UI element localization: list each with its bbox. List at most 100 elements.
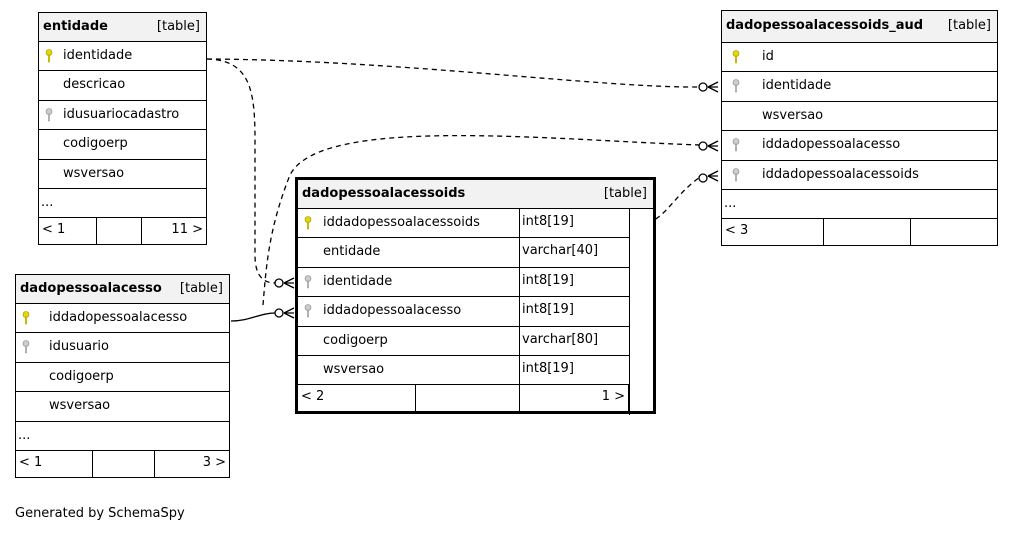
column-name: descricao — [63, 77, 126, 93]
column-type: int8[19] — [519, 267, 629, 297]
table-entidade[interactable]: entidade [table] identidade descricao id… — [38, 12, 207, 246]
edge-entidade-aud — [206, 58, 701, 88]
column-row[interactable]: id — [722, 43, 997, 73]
ellipsis: ... — [724, 195, 737, 211]
footer-spacer — [823, 219, 910, 246]
children-count[interactable]: 1 > — [519, 385, 628, 412]
primary-key-icon — [45, 49, 53, 63]
table-name: dadopessoalacessoids_aud — [726, 18, 924, 33]
column-row[interactable]: codigoerp varchar[80] — [298, 326, 629, 356]
column-row[interactable]: wsversao — [722, 102, 997, 132]
column-type: int8[19] — [519, 209, 629, 238]
foreign-key-icon — [732, 79, 740, 93]
parents-count[interactable]: < 1 — [19, 454, 43, 470]
column-name: wsversao — [63, 165, 125, 181]
table-name: entidade — [43, 19, 108, 34]
column-row[interactable]: identidade — [722, 72, 997, 102]
table-kind: [table] — [179, 281, 223, 296]
column-name: identidade — [63, 48, 133, 63]
column-name: iddadopessoalacessoids — [762, 166, 919, 182]
table-header: dadopessoalacessoids [table] — [298, 180, 653, 209]
table-header: entidade [table] — [39, 13, 206, 42]
table-kind: [table] — [603, 186, 647, 201]
column-name: codigoerp — [323, 332, 388, 348]
more-columns: ... — [39, 189, 206, 219]
column-row[interactable]: iddadopessoalacesso — [16, 304, 229, 334]
column-name: iddadopessoalacessoids — [323, 215, 480, 230]
table-footer: < 1 3 > — [16, 450, 229, 477]
column-name: iddadopessoalacesso — [323, 303, 462, 319]
edge-dadopessoalacesso-ids — [230, 312, 276, 322]
foreign-key-icon — [304, 274, 312, 288]
table-dadopessoalacessoids[interactable]: dadopessoalacessoids [table] iddadopesso… — [295, 177, 656, 415]
column-name: identidade — [323, 273, 393, 289]
table-dadopessoalacessoids-aud[interactable]: dadopessoalacessoids_aud [table] id iden… — [721, 10, 998, 247]
parents-count[interactable]: < 3 — [725, 223, 749, 239]
children-count[interactable]: 11 > — [141, 218, 206, 245]
edge-end-marker — [283, 307, 295, 319]
column-name: idusuariocadastro — [63, 106, 180, 122]
foreign-key-icon — [304, 304, 312, 318]
foreign-key-icon — [22, 340, 30, 354]
parents-count[interactable]: < 2 — [301, 389, 325, 405]
edge-entidade-identidade — [206, 58, 276, 284]
column-name: iddadopessoalacesso — [762, 137, 901, 153]
column-row[interactable]: iddadopessoalacessoids — [722, 161, 997, 190]
table-kind: [table] — [947, 18, 991, 33]
table-footer: < 3 — [722, 219, 997, 246]
column-row[interactable]: codigoerp — [16, 363, 229, 393]
table-name: dadopessoalacessoids — [302, 186, 466, 201]
column-row[interactable]: identidade — [39, 42, 206, 72]
table-dadopessoalacesso[interactable]: dadopessoalacesso [table] iddadopessoala… — [15, 274, 230, 478]
column-type: varchar[80] — [519, 326, 629, 355]
foreign-key-icon — [45, 107, 53, 121]
foreign-key-icon — [732, 138, 740, 152]
column-row[interactable]: descricao — [39, 71, 206, 101]
edge-end-marker — [707, 140, 719, 152]
column-name: wsversao — [762, 107, 824, 123]
column-row[interactable]: iddadopessoalacesso — [722, 131, 997, 161]
column-name: identidade — [762, 78, 832, 94]
column-row[interactable]: idusuariocadastro — [39, 101, 206, 131]
table-kind: [table] — [156, 19, 200, 34]
children-count[interactable]: 3 > — [154, 450, 229, 477]
column-row[interactable]: codigoerp — [39, 130, 206, 160]
column-row[interactable]: idusuario — [16, 333, 229, 363]
edge-dadopessoalacesso-aud — [262, 134, 701, 306]
column-divider — [629, 209, 630, 415]
column-type: varchar[40] — [519, 238, 629, 267]
column-row[interactable]: identidade int8[19] — [298, 267, 629, 298]
more-columns: ... — [16, 422, 229, 451]
column-row[interactable]: wsversao — [16, 392, 229, 422]
ellipsis: ... — [41, 194, 54, 210]
column-name: wsversao — [49, 398, 111, 414]
column-row[interactable]: wsversao — [39, 160, 206, 189]
primary-key-icon — [304, 216, 312, 230]
table-footer: < 1 11 > — [39, 218, 206, 245]
children-count[interactable] — [910, 219, 997, 246]
column-row[interactable]: iddadopessoalacesso int8[19] — [298, 297, 629, 327]
footer-spacer — [92, 450, 154, 477]
table-header: dadopessoalacesso [table] — [16, 275, 229, 304]
edge-end-marker — [283, 277, 295, 289]
footer-spacer — [415, 385, 519, 412]
edge-end-marker — [698, 173, 708, 183]
edge-end-marker — [707, 81, 719, 93]
column-name: id — [762, 49, 774, 64]
primary-key-icon — [22, 311, 30, 325]
column-row[interactable]: iddadopessoalacessoids int8[19] — [298, 209, 629, 239]
table-header: dadopessoalacessoids_aud [table] — [722, 11, 997, 43]
column-row[interactable]: wsversao int8[19] — [298, 355, 629, 386]
column-name: wsversao — [323, 361, 385, 377]
edge-end-marker — [274, 278, 284, 288]
parents-count[interactable]: < 1 — [42, 222, 66, 238]
column-type: int8[19] — [519, 355, 629, 385]
table-name: dadopessoalacesso — [20, 281, 162, 296]
column-name: entidade — [323, 244, 381, 260]
column-name: codigoerp — [49, 368, 114, 384]
column-row[interactable]: entidade varchar[40] — [298, 238, 629, 268]
table-footer: < 2 1 > — [298, 385, 629, 412]
column-name: idusuario — [49, 339, 109, 355]
column-type: int8[19] — [519, 297, 629, 326]
